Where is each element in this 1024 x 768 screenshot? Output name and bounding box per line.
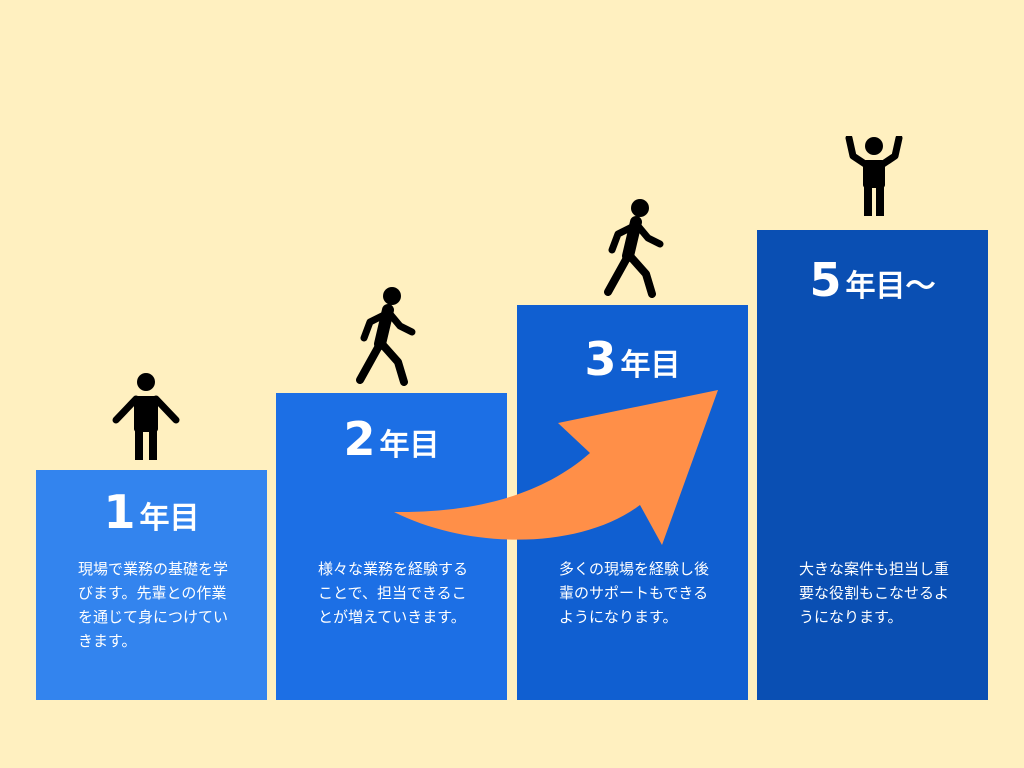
step-description: 現場で業務の基礎を学びます。先輩との作業を通じて身につけていきます。 [78,560,229,650]
step-description: 様々な業務を経験することで、担当できることが増えていきます。 [318,560,469,626]
step-number: 1 [103,485,136,539]
step-number: 5 [809,253,842,307]
step-unit: 年目 [620,348,681,383]
arms-raised-person-icon [845,136,903,216]
walking-person-icon [356,287,416,386]
step-unit: 年目～ [845,269,936,304]
step-unit: 年目 [379,428,440,463]
step-number: 2 [343,412,376,466]
step-unit: 年目 [139,501,200,536]
standing-person-icon [112,373,180,460]
step-description: 多くの現場を経験し後輩のサポートもできるようになります。 [559,560,710,626]
walking-person-icon [604,199,664,298]
step-description: 大きな案件も担当し重要な役割もこなせるようになります。 [799,560,950,626]
step-number: 3 [584,332,617,386]
